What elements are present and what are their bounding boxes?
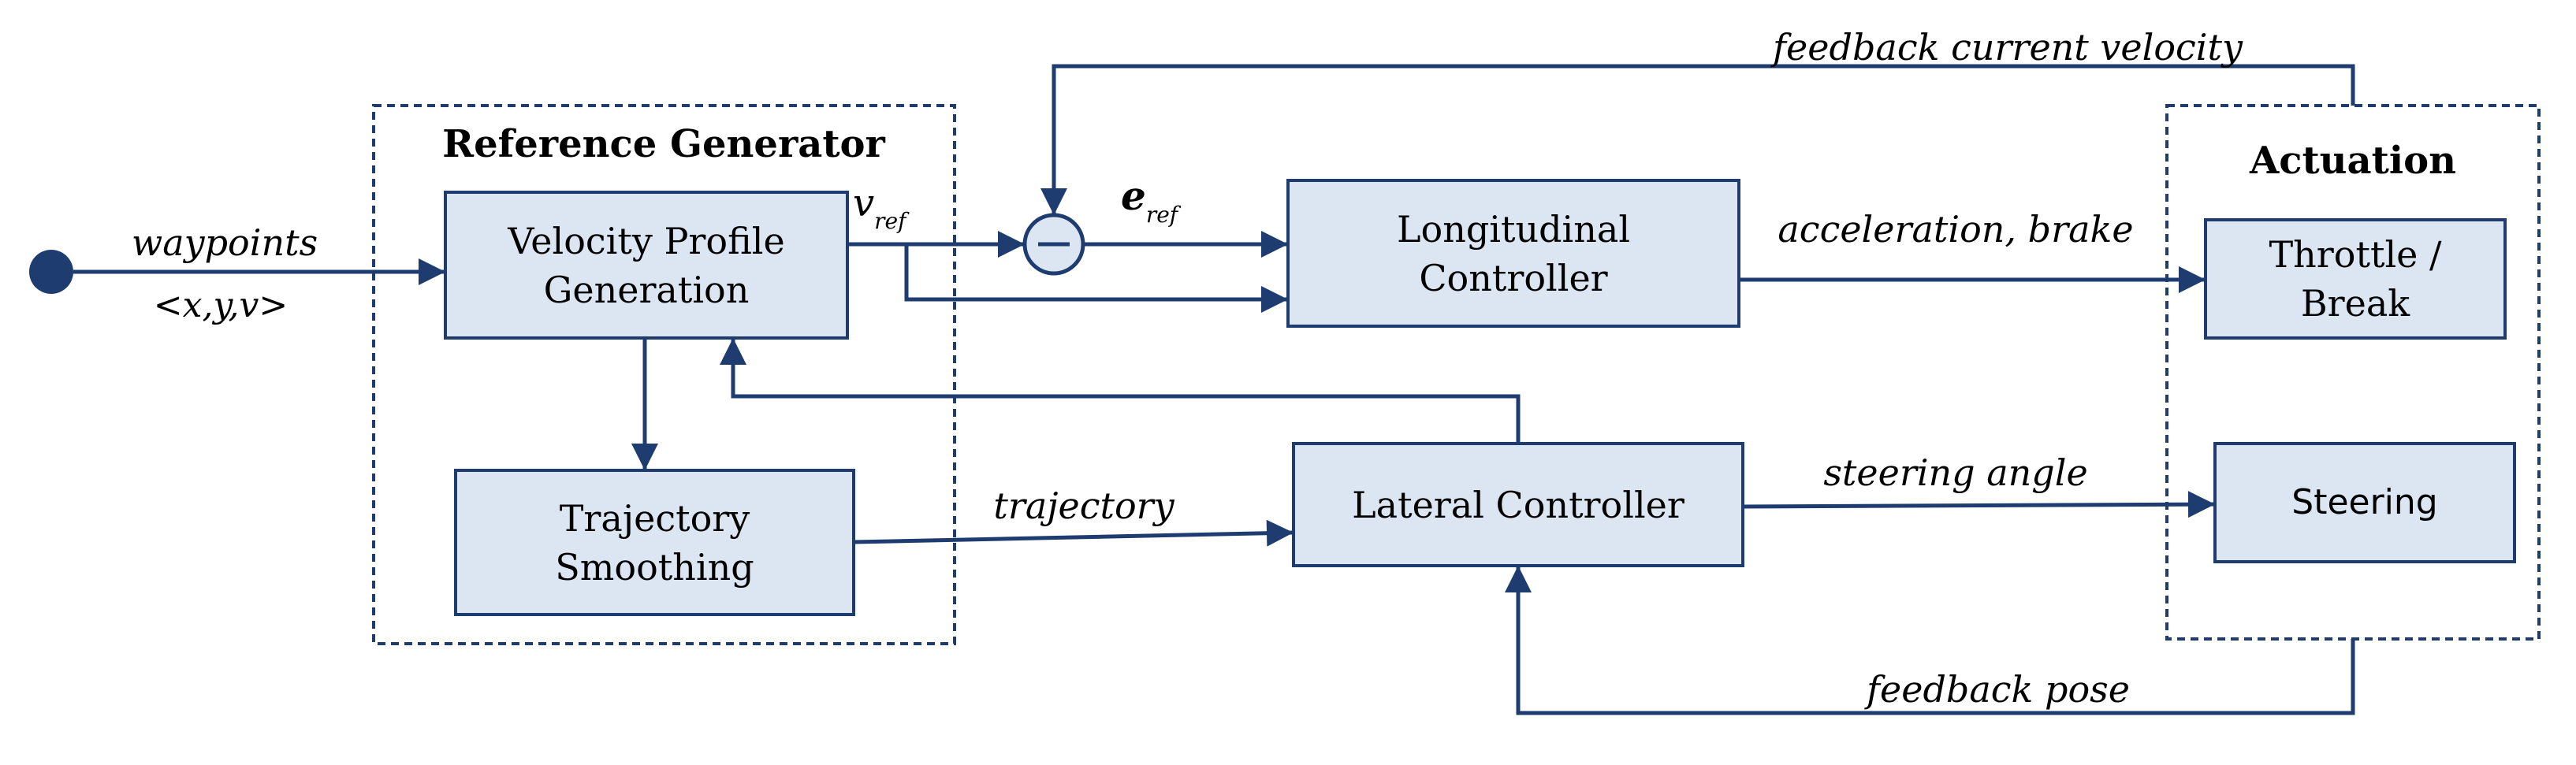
velocity-profile-label: Velocity Profile Generation <box>445 192 847 338</box>
longitudinal-line2: Controller <box>1419 256 1608 299</box>
arrow-steering-angle <box>1742 491 2216 518</box>
velocity-profile-line2: Generation <box>543 268 750 311</box>
e-ref-label: eref <box>1121 173 1178 226</box>
acceleration-brake-label: acceleration, brake <box>1778 208 2134 251</box>
lateral-line1: Lateral Controller <box>1352 483 1684 526</box>
e-ref-base: e <box>1121 173 1146 219</box>
arrow-feedback-velocity <box>1040 64 2355 215</box>
start-dot <box>29 250 73 294</box>
steering-angle-label: steering angle <box>1823 451 2088 494</box>
throttle-line1: Throttle / <box>2269 233 2442 276</box>
throttle-line2: Break <box>2300 282 2410 325</box>
arrow-vref-to-longitudinal <box>904 244 1288 313</box>
trajectory-smoothing-line2: Smoothing <box>555 545 754 589</box>
lateral-controller-label: Lateral Controller <box>1294 444 1743 566</box>
waypoints-label: waypoints <box>131 221 318 264</box>
longitudinal-controller-block <box>1286 179 1740 328</box>
lateral-controller-block <box>1292 442 1744 567</box>
feedback-velocity-label: feedback current velocity <box>1773 26 2243 69</box>
e-ref-sub: ref <box>1145 202 1178 228</box>
steering-block <box>2213 442 2516 563</box>
trajectory-smoothing-block <box>454 469 855 616</box>
reference-generator-title: Reference Generator <box>442 122 885 166</box>
v-ref-sub: ref <box>874 208 906 234</box>
steering-label: Steering <box>2215 444 2515 562</box>
velocity-profile-line1: Velocity Profile <box>508 219 785 262</box>
throttle-break-label: Throttle / Break <box>2206 220 2505 338</box>
trajectory-smoothing-label: Trajectory Smoothing <box>456 470 854 615</box>
v-ref-base: v <box>853 181 875 225</box>
trajectory-label: trajectory <box>993 485 1174 527</box>
longitudinal-line1: Longitudinal <box>1396 207 1631 251</box>
steering-line1: Steering <box>2291 482 2438 522</box>
v-ref-label: vref <box>853 181 906 232</box>
arrow-lateral-to-velocity <box>720 338 1521 444</box>
feedback-pose-label: feedback pose <box>1866 668 2131 711</box>
trajectory-smoothing-line1: Trajectory <box>559 496 750 540</box>
actuation-title: Actuation <box>2250 139 2456 183</box>
arrow-feedback-pose <box>1505 566 2355 715</box>
longitudinal-controller-label: Longitudinal Controller <box>1288 180 1739 326</box>
arrow-trajectory <box>853 519 1294 547</box>
reference-generator-group <box>372 104 956 645</box>
waypoints-tuple-label: <x,y,v> <box>153 285 288 325</box>
